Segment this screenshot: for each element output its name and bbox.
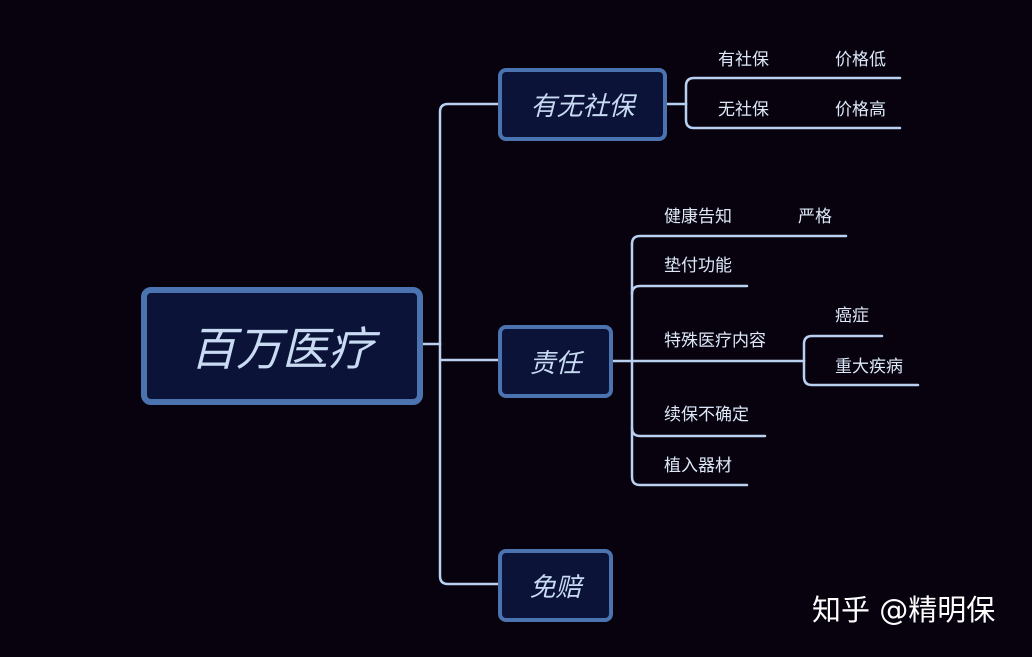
leaf-renewal-uncertain[interactable]: 续保不确定 bbox=[664, 405, 749, 425]
leaf-implant-devices[interactable]: 植入器材 bbox=[664, 456, 732, 476]
leaf-price-high[interactable]: 价格高 bbox=[835, 100, 886, 120]
leaf-has-social-insurance[interactable]: 有社保 bbox=[718, 50, 769, 70]
leaf-critical-illness[interactable]: 重大疾病 bbox=[835, 357, 903, 377]
root-node-label: 百万医疗 bbox=[190, 322, 374, 376]
leaf-cancer[interactable]: 癌症 bbox=[835, 306, 869, 326]
connector-root-branch-3 bbox=[438, 342, 500, 586]
leaf-price-low[interactable]: 价格低 bbox=[835, 50, 886, 70]
connector-b2-spine-main bbox=[630, 242, 749, 487]
leaf-advance-payment[interactable]: 垫付功能 bbox=[664, 256, 732, 276]
branch-node-label: 责任 bbox=[529, 349, 582, 379]
connector-b2-child-2 bbox=[630, 284, 749, 296]
connector-sub-2 bbox=[802, 359, 920, 387]
connector-root-branch-1 bbox=[438, 102, 500, 346]
connector-b2-spine bbox=[630, 234, 848, 246]
root-node[interactable]: 百万医疗 bbox=[141, 287, 423, 405]
watermark: 知乎 @精明保 bbox=[812, 593, 996, 627]
connector-b2-child-4 bbox=[630, 426, 767, 438]
leaf-special-medical-content[interactable]: 特殊医疗内容 bbox=[664, 331, 766, 351]
branch-node-deductible[interactable]: 免赔 bbox=[498, 549, 613, 622]
branch-node-social-insurance[interactable]: 有无社保 bbox=[498, 68, 667, 141]
branch-node-label: 免赔 bbox=[529, 573, 582, 603]
connector-b1-child-1 bbox=[684, 76, 902, 106]
connector-sub-1 bbox=[802, 334, 884, 363]
leaf-health-disclosure[interactable]: 健康告知 bbox=[664, 207, 732, 227]
connector-b1-child-2 bbox=[684, 102, 902, 130]
leaf-strict[interactable]: 严格 bbox=[798, 207, 832, 227]
branch-node-label: 有无社保 bbox=[530, 92, 635, 122]
branch-node-coverage[interactable]: 责任 bbox=[498, 325, 613, 398]
leaf-no-social-insurance[interactable]: 无社保 bbox=[718, 100, 769, 120]
